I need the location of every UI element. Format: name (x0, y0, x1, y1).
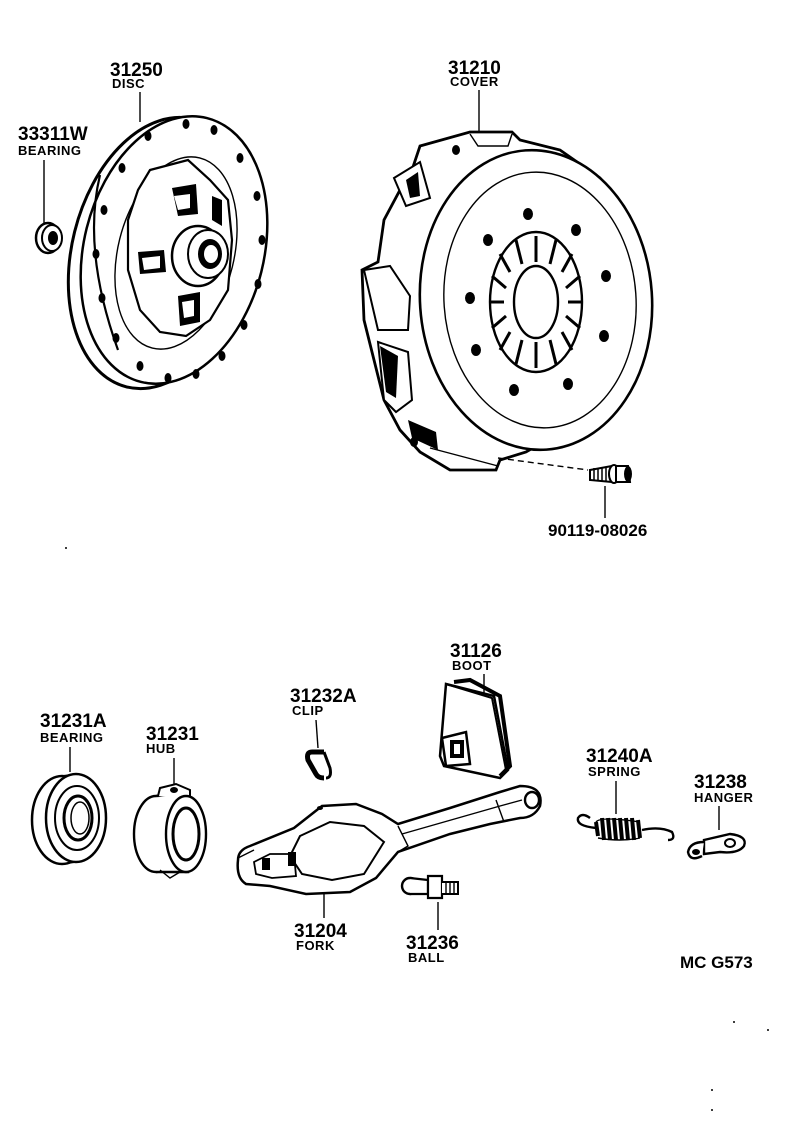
clutch-cover-illustration (360, 130, 654, 472)
return-spring-illustration (576, 813, 675, 842)
hub-part-name: HUB (146, 741, 176, 756)
release-bearing-part-number: 31231A (40, 711, 107, 732)
label-ball: 31236 BALL (406, 902, 459, 965)
cover-part-number: 31210 (448, 58, 501, 79)
label-clip: 31232A CLIP (290, 686, 357, 749)
bolt-part-number: 90119-08026 (548, 521, 647, 540)
boot-part-name: BOOT (452, 658, 492, 673)
scan-specks (65, 547, 769, 1111)
spring-part-name: SPRING (588, 764, 641, 779)
label-pilot-bearing: 33311W BEARING (18, 124, 88, 224)
label-fork: 31204 FORK (294, 892, 347, 953)
pilot-bearing-part-name: BEARING (18, 143, 81, 158)
pivot-ball-illustration (400, 874, 459, 900)
release-hub-illustration (132, 782, 208, 879)
disc-rivet-holes (92, 119, 266, 383)
pilot-bearing-part-number: 33311W (18, 124, 88, 145)
disc-part-name: DISC (112, 76, 145, 91)
cover-bolt-illustration (589, 464, 632, 484)
pilot-bearing-illustration (34, 221, 63, 255)
label-release-bearing: 31231A BEARING (40, 711, 107, 772)
clip-illustration (305, 749, 332, 781)
clip-part-number: 31232A (290, 686, 357, 707)
diaphragm-spring-fingers (490, 236, 582, 368)
clutch-disc-illustration (66, 115, 269, 391)
ball-part-name: BALL (408, 950, 445, 965)
hub-part-number: 31231 (146, 724, 199, 745)
label-boot: 31126 BOOT (450, 641, 502, 696)
label-spring: 31240A SPRING (586, 746, 653, 814)
clip-leader-line (315, 719, 319, 749)
cover-bolt-holes (410, 145, 611, 447)
cover-part-name: COVER (450, 74, 499, 89)
release-bearing-illustration (30, 772, 108, 866)
hanger-illustration (686, 832, 746, 860)
release-fork-illustration (236, 784, 542, 896)
label-bolt: 90119-08026 (548, 486, 647, 540)
fork-part-name: FORK (296, 938, 335, 953)
label-disc: 31250 DISC (110, 60, 163, 122)
disc-part-number: 31250 (110, 60, 163, 81)
label-cover: 31210 COVER (448, 58, 501, 134)
boot-part-number: 31126 (450, 641, 502, 662)
release-bearing-part-name: BEARING (40, 730, 103, 745)
hanger-part-name: HANGER (694, 790, 753, 805)
ball-part-number: 31236 (406, 933, 459, 954)
fork-part-number: 31204 (294, 921, 347, 942)
figure-code: MC G573 (680, 953, 753, 972)
hanger-part-number: 31238 (694, 772, 747, 793)
label-hub: 31231 HUB (146, 724, 199, 784)
clip-part-name: CLIP (292, 703, 324, 718)
label-hanger: 31238 HANGER (694, 772, 753, 830)
spring-part-number: 31240A (586, 746, 653, 767)
boot-illustration (438, 677, 513, 780)
